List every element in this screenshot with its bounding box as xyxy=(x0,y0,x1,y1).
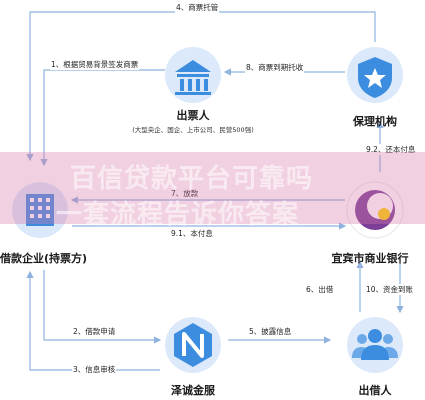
overlay-band xyxy=(0,152,425,224)
platform-logo-icon xyxy=(174,323,212,367)
platform-node xyxy=(165,317,221,373)
edge-2-line xyxy=(43,270,162,344)
people-icon xyxy=(352,329,398,360)
edge-5-label: 5、披露信息 xyxy=(248,326,293,337)
office-building-icon xyxy=(26,194,54,226)
edge-2-label: 2、借款申请 xyxy=(72,326,117,337)
bank-name: 宜宾市商业银行 xyxy=(331,252,409,265)
edge-92-label: 9.2、还本付息 xyxy=(365,144,417,155)
overlay-subtitle: 一套流程告诉你答案 xyxy=(56,200,300,230)
borrower-name: 借款企业(持票方) xyxy=(0,252,88,265)
lender-name: 出借人 xyxy=(358,384,392,397)
overlay-title: 百信贷款平台可靠吗 xyxy=(70,164,314,194)
lender-node xyxy=(347,317,403,373)
edge-1-line xyxy=(40,69,165,167)
issuer-subtitle: (大型央企、国企、上市公司、民营500强) xyxy=(132,126,254,134)
factoring-name: 保理机构 xyxy=(353,115,397,128)
edge-91-label: 9.1、本付息 xyxy=(170,228,214,239)
edge-3-line xyxy=(26,270,160,371)
bank-logo-icon xyxy=(355,190,395,230)
issuer-name: 出票人 xyxy=(176,109,210,122)
bank-node xyxy=(346,181,404,239)
edge-1-label: 1、根据贸易背景签发商票 xyxy=(50,59,140,70)
factoring-node xyxy=(347,47,403,103)
edge-10-label: 10、资金到账 xyxy=(365,284,415,295)
edge-8-label: 8、商票到期托收 xyxy=(245,62,305,73)
edge-4-label: 4、商票托管 xyxy=(175,2,220,13)
edge-7-label: 7、放款 xyxy=(170,188,200,199)
edge-6-label: 6、出借 xyxy=(305,284,335,295)
issuer-node xyxy=(165,47,221,103)
edge-3-label: 3、信息审核 xyxy=(72,364,117,375)
platform-name: 泽诚金服 xyxy=(171,384,215,397)
borrower-node xyxy=(12,182,68,238)
bank-building-icon xyxy=(175,60,211,95)
